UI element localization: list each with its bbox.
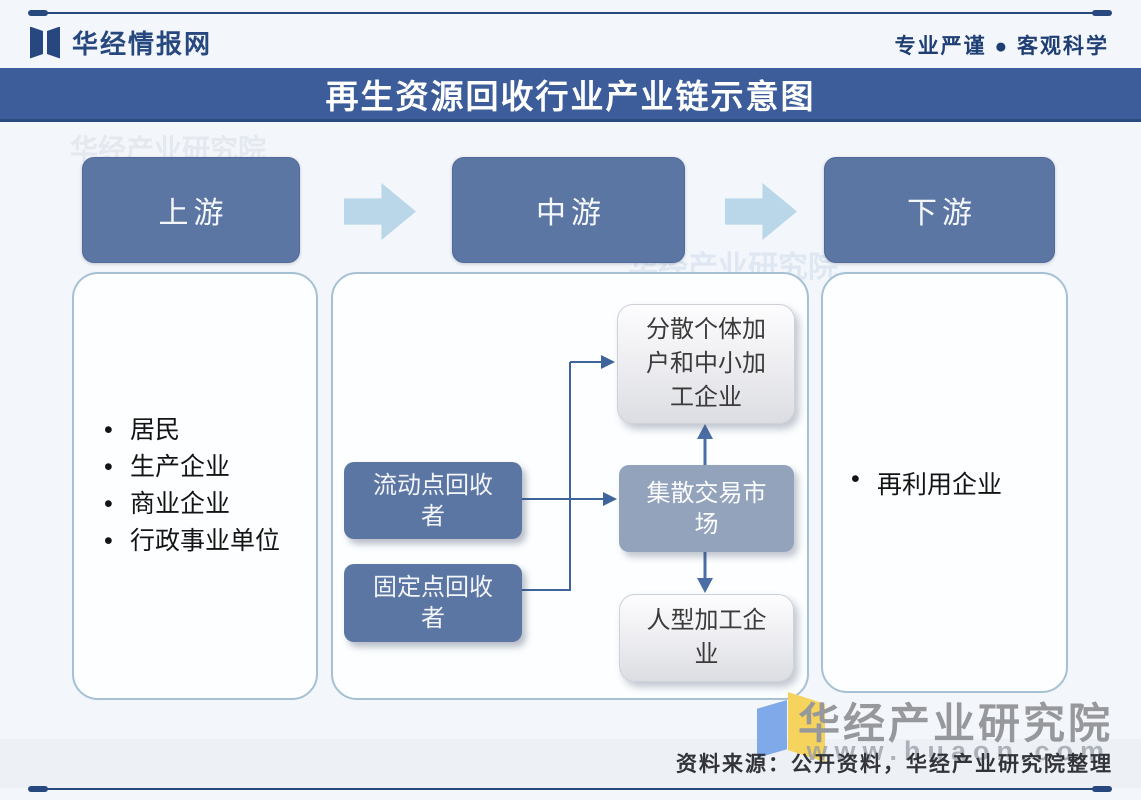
stage-box-midstream: 中游 (452, 157, 685, 263)
midstream-panel: 流动点回收者 固定点回收者 分散个体加户和中小加工企业 集散交易市场 人型加工企… (331, 272, 809, 700)
stage-box-upstream: 上游 (82, 157, 300, 263)
stage-label: 上游 (158, 197, 229, 230)
node-fixed-collectors: 固定点回收者 (344, 564, 522, 642)
list-item: •居民 (104, 416, 181, 444)
page-title: 再生资源回收行业产业链示意图 (325, 77, 816, 115)
title-bar: 再生资源回收行业产业链示意图 (0, 68, 1141, 122)
brand: 华经情报网 (30, 24, 212, 61)
source-note: 资料来源：公开资料，华经产业研究院整理 (676, 753, 1113, 776)
list-item: •行政事业单位 (104, 527, 281, 555)
node-dispersed-processors: 分散个体加户和中小加工企业 (617, 304, 795, 424)
watermark-site: www.huaon.com (806, 736, 1111, 766)
stage-label: 下游 (907, 197, 977, 230)
list-item: •再利用企业 (851, 464, 1003, 499)
list-item: •商业企业 (104, 490, 231, 518)
stage-box-downstream: 下游 (824, 157, 1055, 263)
footer-strip (0, 739, 1141, 788)
right-arrow-icon (725, 183, 797, 240)
huajing-logo-icon (30, 26, 60, 59)
downstream-panel: •再利用企业 (821, 272, 1068, 693)
brand-name: 华经情报网 (72, 29, 213, 59)
node-trading-market: 集散交易市场 (619, 465, 794, 552)
node-mobile-collectors: 流动点回收者 (344, 462, 522, 539)
top-divider (28, 10, 1112, 16)
stage-label: 中游 (536, 197, 606, 230)
node-large-processors: 人型加工企业 (619, 594, 794, 682)
header-tagline: 专业严谨 ● 客观科学 (894, 35, 1109, 58)
upstream-list: •居民 •生产企业 •商业企业 •行政事业单位 (74, 412, 316, 560)
list-item: •生产企业 (104, 453, 231, 481)
right-arrow-icon (344, 183, 416, 240)
bottom-divider (28, 786, 1112, 792)
watermark-name: 华经产业研究院 (797, 700, 1113, 747)
huaon-logo-icon (755, 691, 827, 763)
upstream-panel: •居民 •生产企业 •商业企业 •行政事业单位 (72, 272, 318, 700)
